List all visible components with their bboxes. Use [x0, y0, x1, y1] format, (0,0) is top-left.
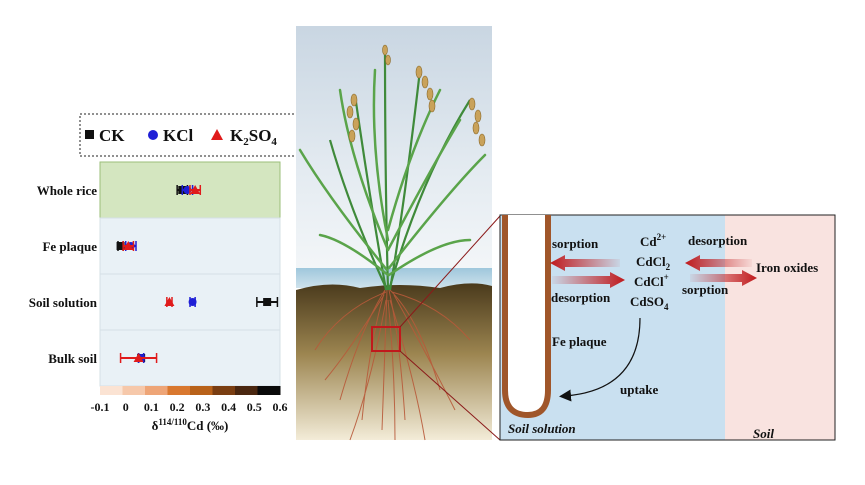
colorbar-segment — [122, 386, 146, 395]
colorbar-segment — [190, 386, 213, 395]
marker-circle — [188, 298, 197, 306]
marker-square — [116, 242, 125, 250]
x-tick-label: 0.2 — [170, 400, 185, 414]
point-triangle — [119, 353, 158, 363]
zoom-line-bottom — [399, 350, 501, 441]
category-label: Fe plaque — [42, 239, 97, 254]
uptake-label: uptake — [620, 382, 659, 397]
legend-kcl-label: KCl — [163, 126, 194, 145]
left-exchange-arrows — [550, 255, 625, 288]
x-tick-label: 0 — [123, 400, 129, 414]
x-tick-label: 0.4 — [221, 400, 236, 414]
species-cdso4: CdSO4 — [630, 294, 669, 312]
colorbar-segment — [235, 386, 258, 395]
point-triangle — [164, 297, 175, 307]
x-tick-label: 0.6 — [273, 400, 288, 414]
legend: CK KCl K2SO4 — [79, 113, 299, 157]
soil-solution-label: Soil solution — [508, 421, 576, 436]
iron-oxides-label: Iron oxides — [756, 260, 818, 275]
marker-square — [263, 298, 272, 306]
rice-plant-illustration — [296, 26, 501, 441]
colorbar-segment — [167, 386, 191, 395]
colorbar-segment — [145, 386, 168, 395]
marker-triangle — [190, 185, 201, 194]
row-bands — [99, 161, 281, 387]
colorbar-segment — [100, 386, 123, 395]
x-tick-label: 0.3 — [195, 400, 210, 414]
marker-triangle — [123, 241, 134, 250]
category-label: Soil solution — [29, 295, 98, 310]
soil-label: Soil — [753, 426, 774, 441]
colorbar-segment — [212, 386, 236, 395]
desorption-right-label: desorption — [688, 233, 748, 248]
x-tick-label: -0.1 — [91, 400, 110, 414]
grain-panicles — [346, 44, 486, 147]
marker-triangle — [164, 297, 175, 306]
right-exchange-arrows — [685, 255, 757, 286]
legend-ck-marker — [85, 130, 94, 139]
fe-plaque-label: Fe plaque — [552, 334, 607, 349]
stems — [328, 44, 471, 291]
legend-ck-label: CK — [99, 126, 125, 145]
species-cd: Cd2+ — [640, 232, 666, 249]
data-points — [116, 185, 279, 363]
marker-triangle — [133, 353, 144, 362]
point-triangle — [122, 241, 135, 251]
species-cdcl2: CdCl2 — [636, 254, 671, 272]
zoom-line-top — [399, 215, 501, 328]
mechanism-diagram: sorption desorption Cd2+ CdCl2 CdCl+ CdS… — [499, 214, 836, 441]
desorption-left-label: desorption — [551, 290, 611, 305]
point-square — [256, 297, 279, 307]
zoom-box — [371, 326, 401, 352]
colorbar — [100, 386, 281, 395]
x-tick-label: 0.1 — [144, 400, 159, 414]
category-label: Bulk soil — [48, 351, 97, 366]
legend-k2so4-label: K2SO4 — [230, 126, 277, 148]
point-circle — [188, 297, 197, 307]
category-label: Whole rice — [37, 183, 98, 198]
sorption-left-label: sorption — [552, 236, 599, 251]
legend-kcl-marker — [148, 130, 158, 140]
leaves — [298, 68, 487, 277]
point-triangle — [189, 185, 202, 195]
x-tick-label: 0.5 — [247, 400, 262, 414]
x-axis-label: δ114/110Cd (‰) — [152, 417, 229, 433]
roots — [314, 289, 471, 441]
species-cdcl: CdCl+ — [634, 272, 669, 289]
uptake-arrow — [559, 317, 641, 402]
colorbar-segment — [257, 386, 281, 395]
legend-k2so4-marker — [211, 129, 223, 140]
sorption-right-label: sorption — [682, 282, 729, 297]
x-tick-labels: -0.1 0 0.1 0.2 0.3 0.4 0.5 0.6 — [91, 400, 288, 414]
